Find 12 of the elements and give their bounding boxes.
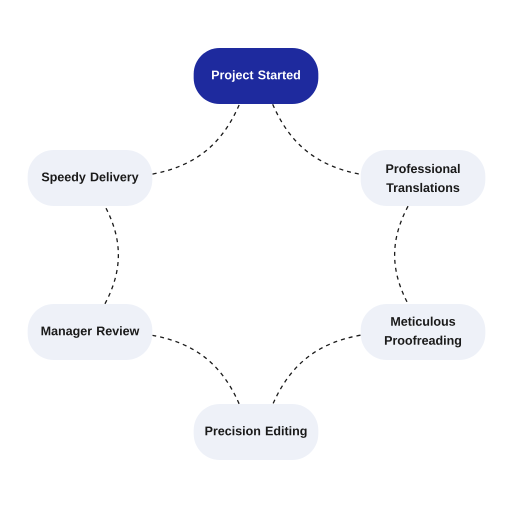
dashed-connector bbox=[394, 206, 409, 304]
start-pill: Project Started bbox=[194, 48, 318, 104]
step-pill: Meticulous Proofreading bbox=[360, 304, 486, 360]
step-pill: Professional Translations bbox=[360, 150, 486, 206]
step-pill: Manager Review bbox=[28, 304, 152, 360]
step-pill: Speedy Delivery bbox=[28, 150, 152, 206]
dashed-connector bbox=[272, 334, 361, 404]
step-pill: Precision Editing bbox=[194, 404, 318, 460]
dashed-connector bbox=[104, 206, 119, 304]
dashed-connector bbox=[152, 334, 240, 404]
dashed-connector bbox=[152, 104, 240, 175]
dashed-connector bbox=[272, 104, 361, 175]
